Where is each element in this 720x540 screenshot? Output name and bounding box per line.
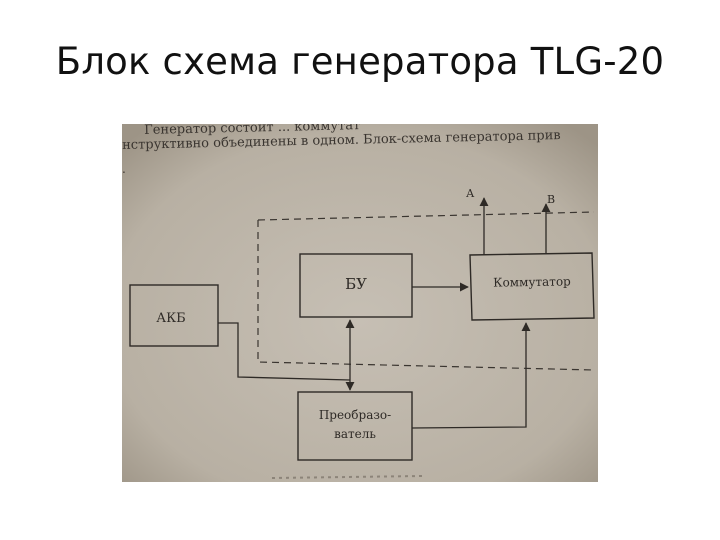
akb-label: АКБ [156, 311, 186, 326]
kommutator-label: Коммутатор [493, 274, 571, 290]
bu-block [299, 253, 413, 318]
line-akb-to-preobrazovatel [218, 322, 351, 381]
preobrazovatel-label-line-2: ватель [334, 427, 376, 441]
dashed-enclosure [257, 211, 595, 371]
preobrazovatel-label-line-1: Преобразо- [318, 408, 392, 422]
diagram-photo: Генератор состоит ... коммутат нструктив… [122, 124, 598, 482]
akb-block [129, 284, 219, 347]
output-a-label: А [466, 187, 475, 200]
slide-title: Блок схема генератора TLG-20 [55, 40, 665, 83]
diagram-drawing [122, 124, 598, 482]
bu-label: БУ [345, 275, 367, 293]
kommutator-block [469, 252, 595, 321]
paper-background [122, 124, 598, 482]
arrow-preobrazovatel-to-kommutator [411, 322, 531, 429]
preobrazovatel-label: Преобразо- ватель [298, 406, 412, 444]
page-text-line-3: . [122, 162, 126, 176]
preobrazovatel-block [297, 391, 413, 461]
output-b-label: В [547, 193, 556, 206]
